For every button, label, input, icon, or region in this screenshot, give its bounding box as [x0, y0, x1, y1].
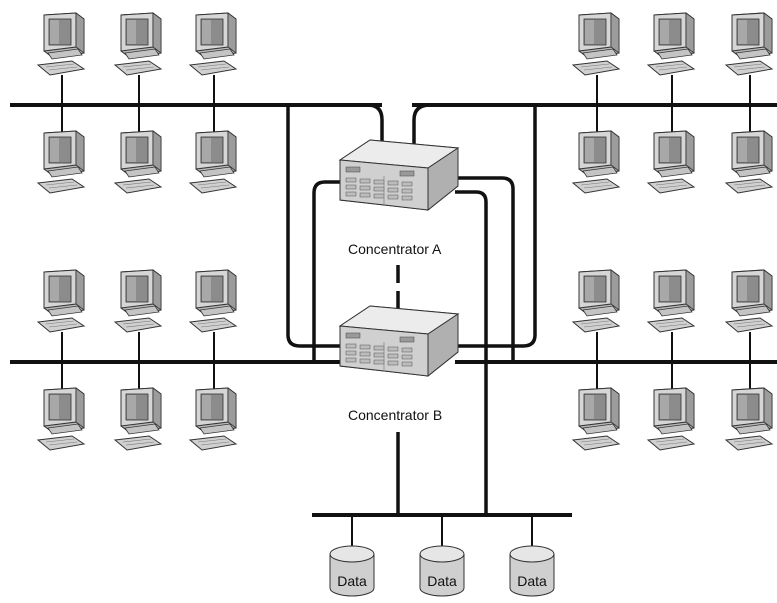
computer-icon [189, 130, 237, 194]
computer-icon [572, 130, 620, 194]
computer-icon [647, 12, 695, 76]
concentrator-b: Concentrator B [339, 305, 459, 423]
computer-icon [114, 130, 162, 194]
concentrator-a-label: Concentrator A [348, 241, 442, 257]
computer-icon [725, 130, 773, 194]
computer-icon [114, 269, 162, 333]
computer-icon [37, 130, 85, 194]
computer-icon [647, 269, 695, 333]
trunk-top-left-to-a [367, 103, 384, 150]
computer-icon [37, 387, 85, 451]
data-store-2-label: Data [427, 573, 457, 589]
data-store-3-label: Data [517, 573, 547, 589]
computer-icon [114, 387, 162, 451]
computer-icon [189, 387, 237, 451]
concentrator-a: Concentrator A [339, 139, 459, 257]
trunk-links [286, 103, 537, 515]
computer-icon [189, 12, 237, 76]
data-store-2: Data [419, 545, 465, 597]
computer-icon [725, 269, 773, 333]
computer-icon [647, 387, 695, 451]
computer-icon [572, 12, 620, 76]
computer-icon [37, 269, 85, 333]
computer-icon [725, 387, 773, 451]
computer-icon [189, 269, 237, 333]
computer-icon [114, 12, 162, 76]
data-store-3: Data [509, 545, 555, 597]
trunk-top-left-to-b [286, 105, 345, 348]
computer-icon [572, 387, 620, 451]
data-store-1-label: Data [337, 573, 367, 589]
trunk-a-to-bottom-left [312, 180, 345, 362]
computer-icon [647, 130, 695, 194]
trunk-a-to-data [455, 190, 488, 515]
trunk-a-to-bottom-right [455, 176, 515, 362]
workstations [37, 12, 773, 451]
trunk-top-right-to-a [412, 103, 431, 150]
data-store-1: Data [329, 545, 375, 597]
trunk-top-right-to-b [455, 105, 537, 348]
concentrator-b-label: Concentrator B [348, 407, 442, 423]
computer-icon [572, 269, 620, 333]
computer-icon [725, 12, 773, 76]
computer-icon [37, 12, 85, 76]
